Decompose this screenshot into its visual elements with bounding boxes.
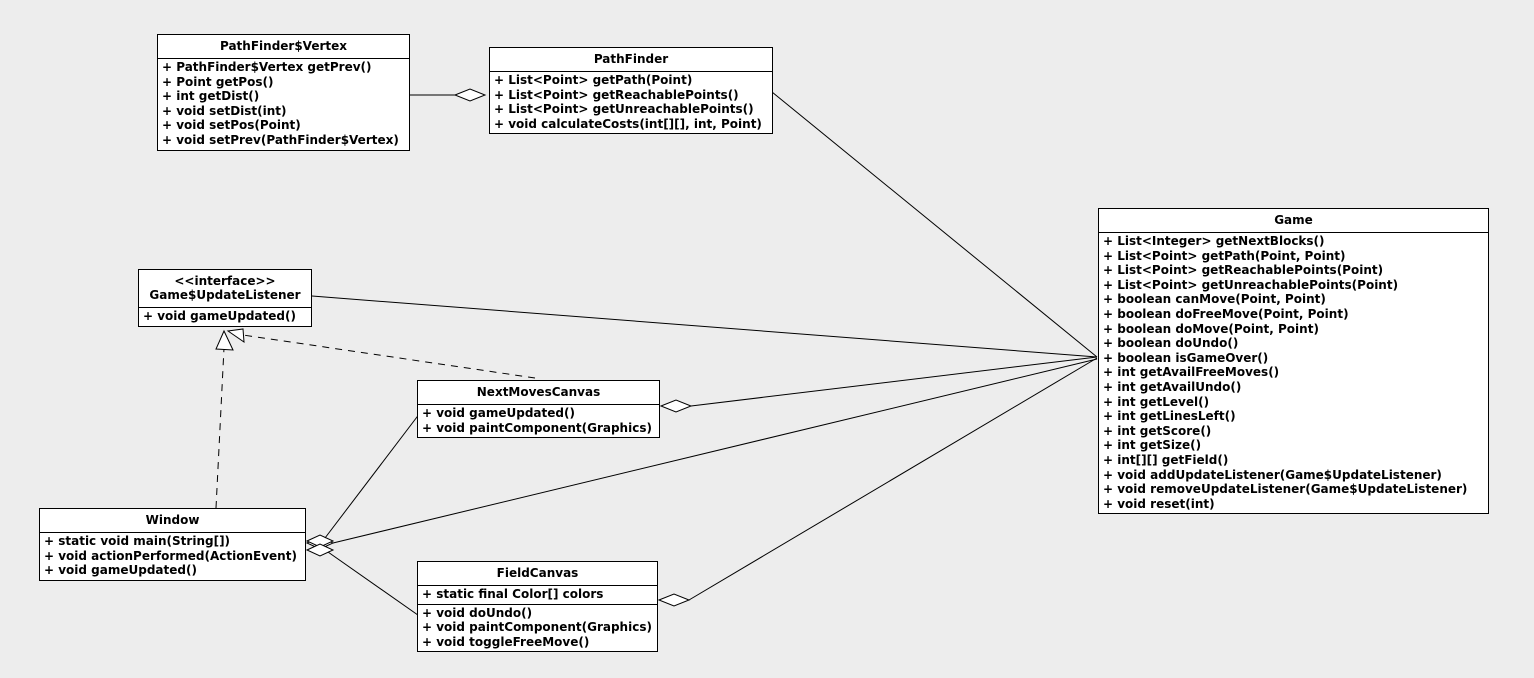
class-member: + List<Point> getUnreachablePoints() <box>494 102 754 117</box>
class-member: + int getScore() <box>1103 423 1212 438</box>
class-member: + boolean doMove(Point, Point) <box>1103 321 1319 336</box>
class-member: + void setDist(int) <box>162 103 287 118</box>
class-member: + List<Point> getReachablePoints(Point) <box>1103 263 1384 278</box>
class-member: + PathFinder$Vertex getPrev() <box>162 60 372 74</box>
class-member: + void setPrev(PathFinder$Vertex) <box>162 132 399 147</box>
attributes-compartment: + static final Color[] colors <box>418 585 657 604</box>
class-member: + int getLevel() <box>1103 394 1210 409</box>
class-member: + boolean isGameOver() <box>1103 350 1269 365</box>
class-title-field-canvas: FieldCanvas <box>418 562 657 585</box>
class-title-window: Window <box>40 509 305 532</box>
class-member: + boolean doUndo() <box>1103 336 1239 351</box>
class-box-game-update-listener[interactable]: <<interface>> Game$UpdateListener + void… <box>138 269 312 327</box>
class-member: + void paintComponent(Graphics) <box>422 420 652 435</box>
class-name-label: NextMovesCanvas <box>476 385 601 399</box>
class-box-window[interactable]: Window + static void main(String[]) + vo… <box>39 508 306 581</box>
methods-compartment: + void gameUpdated() + void paintCompone… <box>418 404 659 437</box>
relationship-pathfinder-game <box>771 91 1098 358</box>
relationship-vertex-pathfinder <box>410 88 487 102</box>
methods-compartment: + List<Point> getPath(Point) + List<Poin… <box>490 71 772 133</box>
class-box-next-moves-canvas[interactable]: NextMovesCanvas + void gameUpdated() + v… <box>417 380 660 439</box>
class-name-label: Window <box>145 513 200 527</box>
methods-compartment: + List<Integer> getNextBlocks() + List<P… <box>1099 232 1488 513</box>
class-member: + List<Point> getPath(Point, Point) <box>1103 248 1346 263</box>
class-member: + int getSize() <box>1103 438 1202 453</box>
relationship-listener-game <box>311 295 1098 358</box>
class-member: + int[][] getField() <box>1103 452 1229 467</box>
class-member: + void actionPerformed(ActionEvent) <box>44 548 297 563</box>
class-member: + List<Point> getReachablePoints() <box>494 87 739 102</box>
methods-compartment: + PathFinder$Vertex getPrev() + Point ge… <box>158 58 409 150</box>
class-member: + void doUndo() <box>422 605 533 620</box>
class-box-pathfinder[interactable]: PathFinder + List<Point> getPath(Point) … <box>489 47 773 135</box>
class-member: + Point getPos() <box>162 74 274 89</box>
class-box-pathfinder-vertex[interactable]: PathFinder$Vertex + PathFinder$Vertex ge… <box>157 34 410 151</box>
class-box-game[interactable]: Game + List<Integer> getNextBlocks() + L… <box>1098 208 1489 515</box>
class-member: + List<Point> getUnreachablePoints(Point… <box>1103 277 1399 292</box>
class-member: + void reset(int) <box>1103 496 1215 511</box>
class-name-label: PathFinder <box>593 52 669 66</box>
class-member: + void gameUpdated() <box>143 309 296 323</box>
class-member: + int getAvailUndo() <box>1103 379 1242 394</box>
class-title-pathfinder: PathFinder <box>490 48 772 71</box>
class-name-label: PathFinder$Vertex <box>219 39 347 53</box>
class-name-label: FieldCanvas <box>496 566 579 580</box>
class-member: + void toggleFreeMove() <box>422 634 590 649</box>
class-title-game-update-listener: <<interface>> Game$UpdateListener <box>139 270 311 307</box>
class-member: + int getLinesLeft() <box>1103 409 1236 424</box>
class-member: + int getDist() <box>162 89 260 104</box>
relationship-window-fieldcanvas <box>305 543 426 621</box>
methods-compartment: + void gameUpdated() <box>139 307 311 326</box>
class-member: + boolean canMove(Point, Point) <box>1103 292 1326 307</box>
stereotype-label: <<interface>> <box>174 274 276 288</box>
methods-compartment: + static void main(String[]) + void acti… <box>40 532 305 580</box>
relationship-window-listener-realization <box>215 329 234 509</box>
class-member: + void calculateCosts(int[][], int, Poin… <box>494 116 762 131</box>
class-name-label: Game <box>1274 213 1313 227</box>
class-member: + boolean doFreeMove(Point, Point) <box>1103 306 1349 321</box>
class-member: + List<Integer> getNextBlocks() <box>1103 234 1325 248</box>
class-name-label: Game$UpdateListener <box>149 288 301 302</box>
relationship-fieldcanvas-game <box>657 357 1098 607</box>
class-box-field-canvas[interactable]: FieldCanvas + static final Color[] color… <box>417 561 658 653</box>
class-title-game: Game <box>1099 209 1488 232</box>
class-member: + static final Color[] colors <box>422 587 604 601</box>
class-member: + static void main(String[]) <box>44 534 231 548</box>
class-member: + void gameUpdated() <box>422 406 575 420</box>
class-member: + void gameUpdated() <box>44 563 197 578</box>
class-member: + void addUpdateListener(Game$UpdateList… <box>1103 467 1442 482</box>
class-member: + void setPos(Point) <box>162 118 301 133</box>
class-title-pathfinder-vertex: PathFinder$Vertex <box>158 35 409 58</box>
relationship-window-nextmoves <box>305 412 421 548</box>
class-member: + void removeUpdateListener(Game$UpdateL… <box>1103 482 1468 497</box>
class-title-next-moves-canvas: NextMovesCanvas <box>418 381 659 404</box>
relationship-nextmoves-game <box>659 356 1098 413</box>
relationship-nextmoves-listener-realization <box>226 328 536 379</box>
class-member: + List<Point> getPath(Point) <box>494 73 693 87</box>
class-member: + int getAvailFreeMoves() <box>1103 365 1280 380</box>
methods-compartment: + void doUndo() + void paintComponent(Gr… <box>418 603 657 652</box>
class-member: + void paintComponent(Graphics) <box>422 620 652 635</box>
